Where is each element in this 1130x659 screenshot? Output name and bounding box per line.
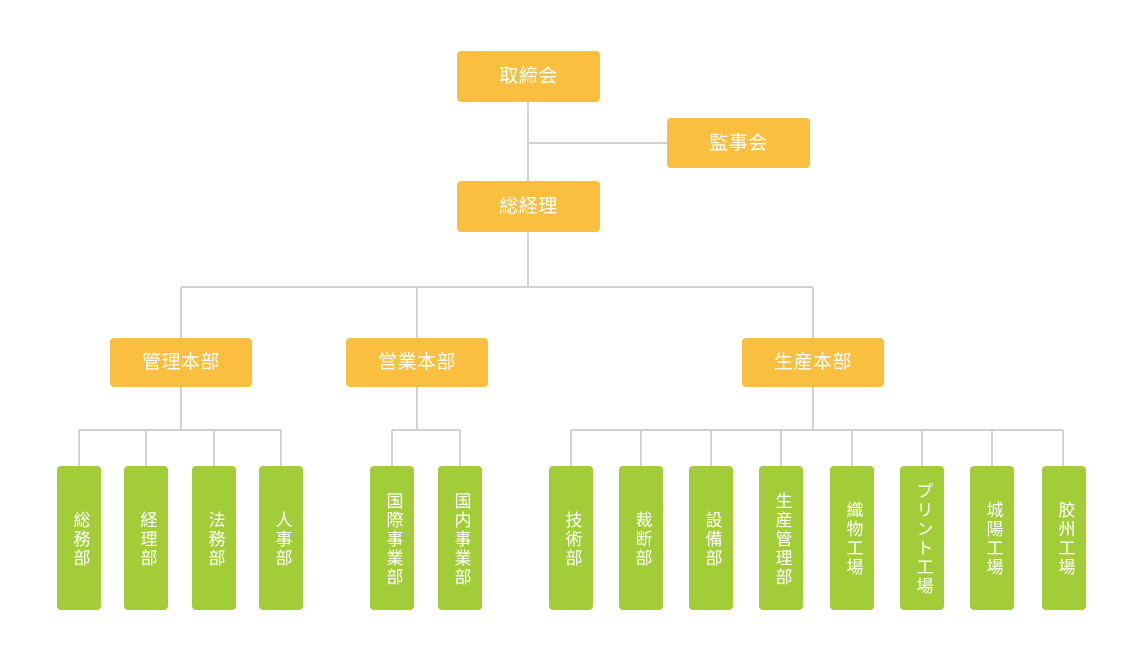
node-plant-textile[interactable]: 織物工場: [830, 466, 874, 610]
node-dept-production-management[interactable]: 生産管理部: [759, 466, 803, 610]
node-dept-international-business[interactable]: 国際事業部: [370, 466, 414, 610]
node-division-production-label: 生産本部: [773, 351, 852, 374]
node-division-sales-label: 営業本部: [377, 351, 456, 374]
node-president-label: 総経理: [499, 195, 558, 218]
node-dept-accounting[interactable]: 経理部: [124, 466, 168, 610]
node-dept-equipment-label: 設備部: [701, 510, 722, 568]
node-president[interactable]: 総経理: [457, 181, 600, 232]
node-plant-print[interactable]: プリント工場: [900, 466, 944, 610]
node-board-label: 取締会: [499, 65, 558, 88]
node-division-production[interactable]: 生産本部: [742, 338, 884, 387]
node-dept-cutting-label: 裁断部: [631, 510, 652, 568]
node-auditors[interactable]: 監事会: [667, 118, 810, 168]
node-plant-jiaozhou-label: 胶州工場: [1054, 501, 1075, 577]
node-dept-engineering-label: 技術部: [561, 510, 582, 568]
node-board[interactable]: 取締会: [457, 51, 600, 102]
node-dept-cutting[interactable]: 裁断部: [619, 466, 663, 610]
node-dept-equipment[interactable]: 設備部: [689, 466, 733, 610]
node-dept-general-affairs-label: 総務部: [69, 510, 90, 568]
node-plant-joyo[interactable]: 城陽工場: [970, 466, 1014, 610]
node-plant-jiaozhou[interactable]: 胶州工場: [1042, 466, 1086, 610]
node-dept-legal[interactable]: 法務部: [192, 466, 236, 610]
node-dept-international-business-label: 国際事業部: [382, 491, 403, 587]
node-dept-human-resources-label: 人事部: [271, 510, 292, 568]
node-auditors-label: 監事会: [709, 131, 768, 154]
node-dept-domestic-business-label: 国内事業部: [450, 491, 471, 587]
node-dept-domestic-business[interactable]: 国内事業部: [438, 466, 482, 610]
node-dept-human-resources[interactable]: 人事部: [259, 466, 303, 610]
node-dept-production-management-label: 生産管理部: [771, 491, 792, 587]
node-plant-textile-label: 織物工場: [842, 501, 863, 577]
node-plant-print-label: プリント工場: [912, 482, 933, 596]
node-dept-accounting-label: 経理部: [136, 510, 157, 568]
node-division-admin[interactable]: 管理本部: [110, 338, 252, 387]
node-division-admin-label: 管理本部: [141, 351, 220, 374]
node-dept-general-affairs[interactable]: 総務部: [57, 466, 101, 610]
node-dept-legal-label: 法務部: [204, 510, 225, 568]
node-plant-joyo-label: 城陽工場: [982, 501, 1003, 577]
node-division-sales[interactable]: 営業本部: [346, 338, 488, 387]
node-dept-engineering[interactable]: 技術部: [549, 466, 593, 610]
